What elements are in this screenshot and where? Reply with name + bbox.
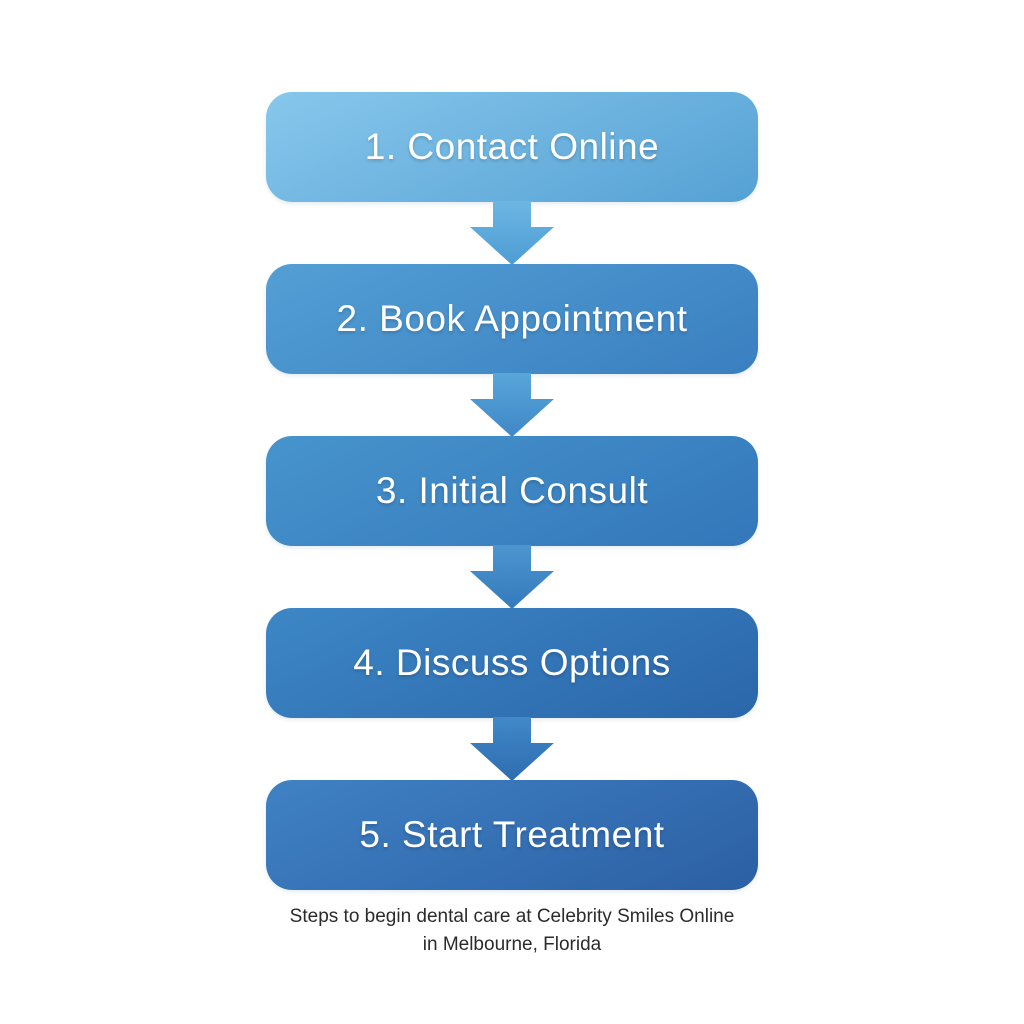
- flowchart-canvas: 1. Contact Online 2. Book Appointment 3.…: [266, 92, 758, 959]
- step-label-start-treatment: 5. Start Treatment: [359, 814, 665, 855]
- step-label-initial-consult: 3. Initial Consult: [375, 470, 649, 511]
- step-box-discuss-options: 4. Discuss Options: [266, 608, 758, 718]
- caption-line-2: in Melbourne, Florida: [422, 934, 602, 955]
- step-label-book-appointment: 2. Book Appointment: [336, 298, 688, 339]
- down-arrow-icon: [470, 545, 554, 609]
- step-box-contact-online: 1. Contact Online: [266, 92, 758, 202]
- step-box-book-appointment: 2. Book Appointment: [266, 264, 758, 374]
- caption-line-1: Steps to begin dental care at Celebrity …: [289, 906, 735, 927]
- down-arrow-icon: [470, 717, 554, 781]
- step-box-start-treatment: 5. Start Treatment: [266, 780, 758, 890]
- down-arrow-icon: [470, 373, 554, 437]
- step-label-discuss-options: 4. Discuss Options: [353, 642, 671, 683]
- caption: Steps to begin dental care at Celebrity …: [290, 903, 735, 959]
- step-box-initial-consult: 3. Initial Consult: [266, 436, 758, 546]
- step-label-contact-online: 1. Contact Online: [364, 126, 660, 167]
- down-arrow-icon: [470, 201, 554, 265]
